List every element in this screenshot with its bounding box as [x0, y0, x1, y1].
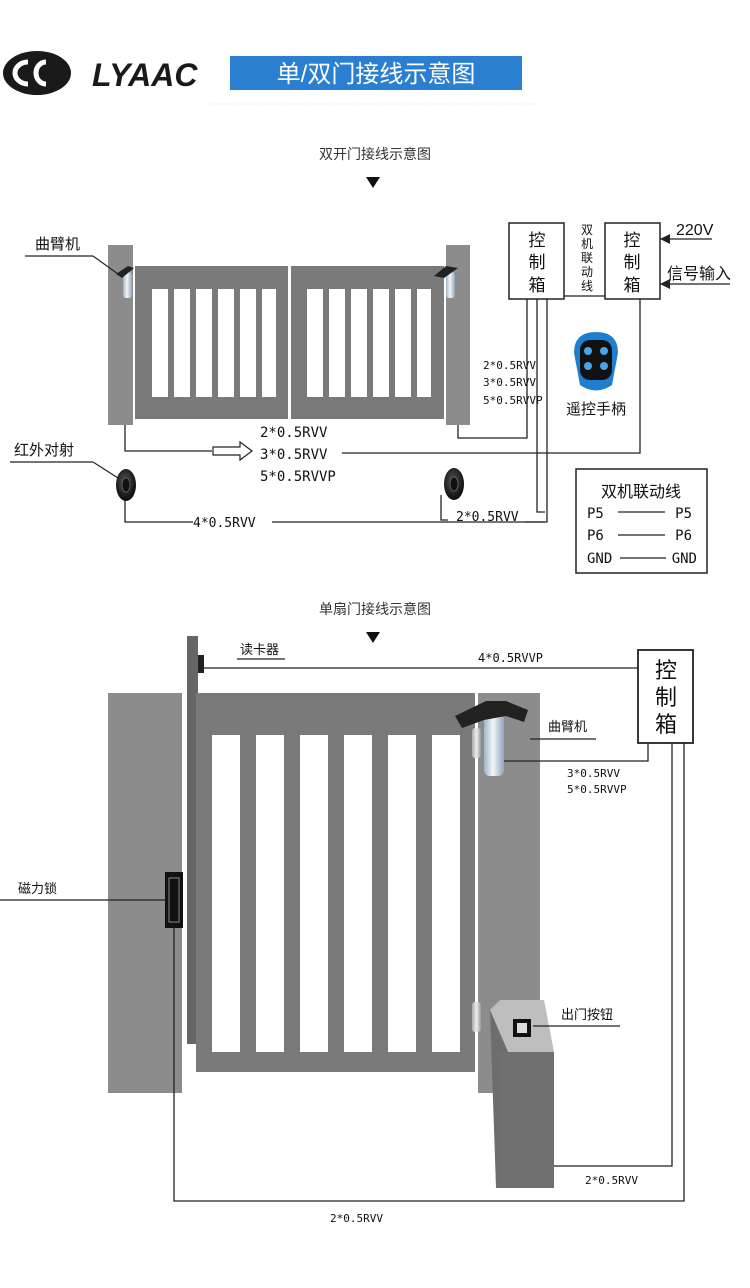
cable-label: 3*0.5RVV: [483, 376, 536, 389]
control-box-right: [604, 222, 661, 300]
link-vertical-char: 双: [581, 223, 593, 237]
arm-leader: [92, 255, 119, 275]
link-vertical-char: 动: [581, 265, 593, 279]
single-control-box-char: 箱: [655, 712, 677, 737]
arm-motor-right-icon: [434, 266, 458, 298]
remote-label: 遥控手柄: [566, 401, 626, 418]
single-control-box-char: 制: [655, 685, 677, 710]
link-table-cell: GND: [587, 551, 612, 567]
arm-motor-left-icon: [116, 266, 134, 298]
control-box-right-char: 控: [624, 231, 641, 250]
remote-control-icon: [574, 332, 618, 391]
logo: LYAAC: [3, 51, 198, 95]
link-vertical-char: 联: [581, 251, 593, 265]
link-table-title: 双机联动线: [601, 483, 681, 501]
title-banner: [230, 56, 522, 90]
lock-label: 磁力锁: [18, 881, 57, 896]
single-gate-title: 单扇门接线示意图: [319, 601, 431, 617]
link-table-rows: P5 P5 P6 P6 GND GND: [587, 506, 697, 567]
down-arrow-icon: [366, 632, 380, 643]
magnetic-lock-icon: [165, 872, 183, 928]
magnetic-lock-plate: [168, 877, 180, 923]
double-gate-wires: [124, 299, 641, 523]
single-arm-label: 曲臂机: [548, 719, 587, 734]
power-arrow-icon: [660, 234, 670, 244]
signal-arrow-icon: [660, 279, 670, 289]
ir-sensor-left-lens: [121, 477, 131, 493]
reader-label: 读卡器: [240, 642, 279, 657]
ir-leader: [92, 461, 119, 479]
link-table-cell: P5: [587, 506, 604, 522]
link-table-lines: [618, 511, 666, 559]
exit-cable-label: 2*0.5RVV: [585, 1174, 638, 1187]
single-control-box-char: 控: [655, 658, 677, 683]
link-vertical-char: 线: [581, 279, 593, 293]
direction-arrow-icon: [212, 440, 253, 462]
card-reader-icon: [198, 655, 204, 673]
arm-motor-icon: [455, 701, 528, 776]
single-control-box: [637, 649, 694, 744]
exit-label: 出门按钮: [561, 1007, 613, 1022]
left-gate-leaf: [135, 266, 288, 419]
link-table: [575, 468, 708, 574]
cable-label: 4*0.5RVV: [193, 516, 256, 531]
bottom-cable-label: 2*0.5RVV: [330, 1212, 383, 1225]
logo-mark-inner2: [33, 59, 47, 87]
control-box-left-char: 箱: [529, 276, 546, 295]
power-label: 220V: [676, 222, 714, 239]
reader-cable-label: 4*0.5RVVP: [478, 651, 543, 665]
cable-label: 3*0.5RVV: [260, 447, 328, 463]
hinge-upper-icon: [472, 728, 481, 758]
title-banner-text: 单/双门接线示意图: [277, 61, 476, 88]
reader-post: [187, 636, 198, 1044]
signal-label: 信号输入: [667, 265, 731, 283]
cable-label: 5*0.5RVVP: [483, 394, 543, 407]
control-box-left-char: 制: [529, 253, 546, 272]
logo-mark-inner: [12, 59, 29, 87]
down-arrow-icon: [366, 177, 380, 188]
exit-post: [498, 1052, 554, 1188]
double-gate-title: 双开门接线示意图: [319, 146, 431, 162]
control-box-right-char: 制: [624, 253, 641, 272]
control-box-left: [508, 222, 565, 300]
logo-text: LYAAC: [92, 57, 198, 93]
cable-label: 5*0.5RVVP: [260, 469, 336, 485]
control-box-left-char: 控: [529, 231, 546, 250]
single-gate-leaf: [196, 693, 475, 1072]
link-vertical-char: 机: [581, 237, 593, 251]
cable-label: 5*0.5RVVP: [567, 783, 627, 796]
cable-label: 3*0.5RVV: [567, 767, 620, 780]
ir-sensor-right-lens: [449, 476, 459, 492]
control-box-right-char: 箱: [624, 276, 641, 295]
arm-label: 曲臂机: [35, 236, 80, 253]
right-gate-leaf: [291, 266, 444, 419]
cable-label: 2*0.5RVV: [456, 510, 519, 525]
ir-label: 红外对射: [14, 442, 74, 459]
cable-label: 2*0.5RVV: [260, 425, 328, 441]
exit-button-face: [517, 1023, 527, 1033]
cable-label: 2*0.5RVV: [483, 359, 536, 372]
link-table-cell: GND: [672, 551, 697, 567]
link-table-cell: P5: [675, 506, 692, 522]
hinge-lower-icon: [472, 1002, 481, 1032]
link-table-cell: P6: [587, 528, 604, 544]
link-table-cell: P6: [675, 528, 692, 544]
